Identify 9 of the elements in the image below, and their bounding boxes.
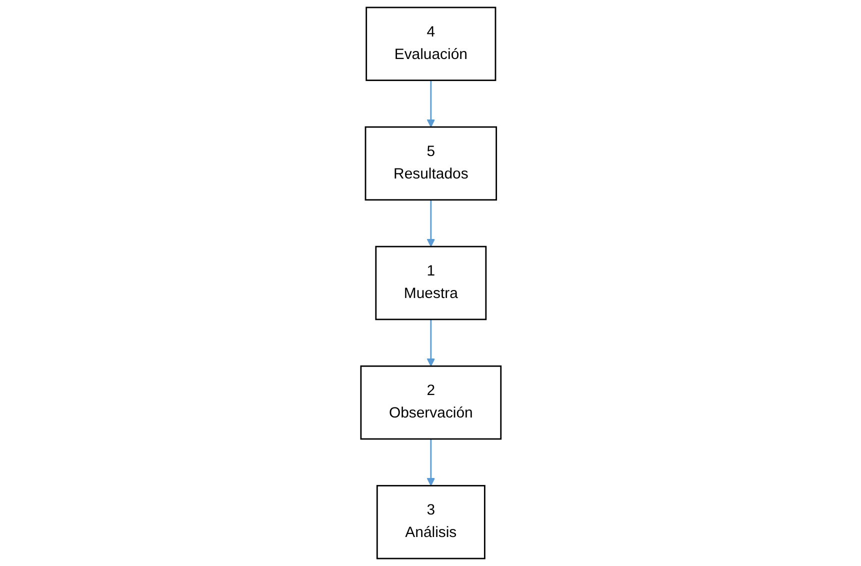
node-box: 2 Observación: [360, 365, 502, 440]
node-box: 3 Análisis: [376, 484, 485, 560]
arrow: [426, 438, 435, 486]
node-box: 1 Muestra: [374, 246, 486, 320]
node-box: 5 Resultados: [364, 126, 497, 201]
arrow: [426, 200, 435, 247]
arrow: [426, 80, 435, 128]
node-box: 4 Evaluación: [365, 6, 496, 82]
arrow: [426, 319, 435, 366]
